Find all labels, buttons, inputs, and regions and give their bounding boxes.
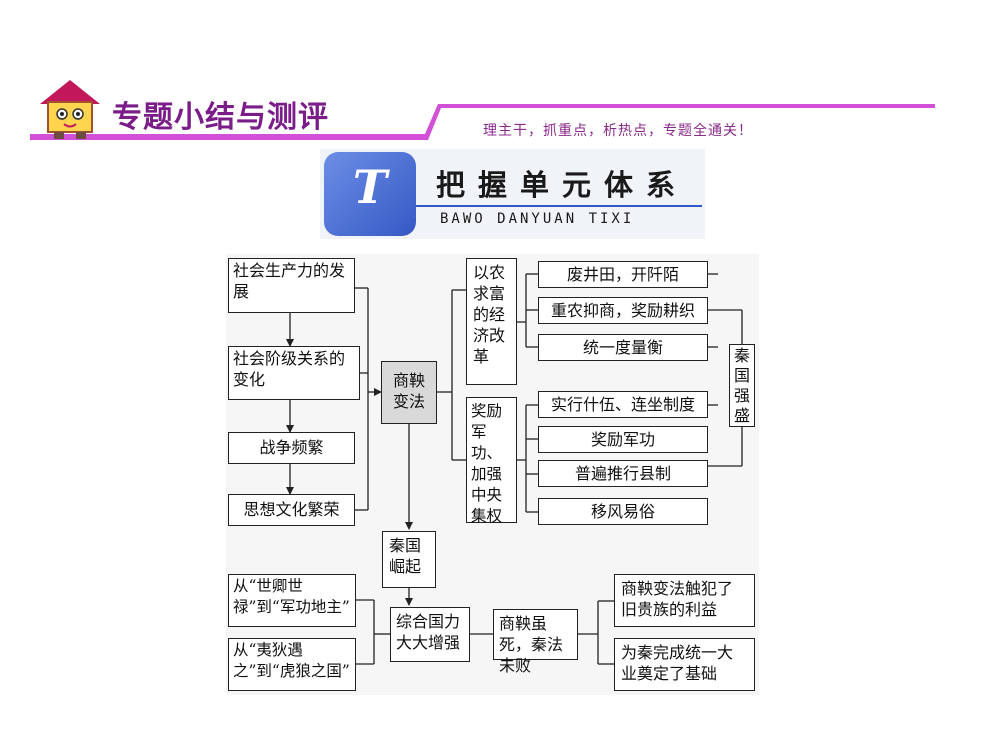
economic-item-wells: 废井田，开阡陌	[538, 261, 708, 288]
unit-logo-icon	[324, 152, 416, 236]
unit-title-rule	[416, 205, 702, 207]
section-title: 专题小结与测评	[112, 100, 329, 135]
political-item-military-merit: 奖励军功	[538, 426, 708, 453]
change-aristocracy: 从“世卿世禄”到“军功地主”	[228, 574, 356, 627]
qin-strong: 秦国强盛	[729, 344, 755, 427]
shang-yang-reform: 商鞅变法	[381, 361, 437, 424]
cause-productivity: 社会生产力的发展	[228, 258, 355, 313]
cause-frequent-wars: 战争频繁	[228, 432, 355, 464]
national-power: 综合国力大大增强	[390, 607, 470, 662]
header-bar	[30, 104, 935, 140]
unit-logo-glyph: T	[352, 160, 388, 214]
cause-culture-prosperity: 思想文化繁荣	[228, 494, 355, 526]
section-slogan: 理主干，抓重点，析热点，专题全通关！	[483, 123, 753, 139]
shang-yang-death: 商鞅虽死，秦法未败	[493, 609, 578, 675]
cause-class-relations: 社会阶级关系的变化	[228, 346, 360, 400]
outcome-unification: 为秦完成统一大业奠定了基础	[614, 638, 755, 691]
house-mascot-icon	[40, 80, 100, 139]
qin-rise: 秦国崛起	[382, 531, 436, 588]
economic-item-measures: 统一度量衡	[538, 334, 708, 361]
outcome-nobility: 商鞅变法触犯了旧贵族的利益	[614, 574, 755, 627]
political-item-county-system: 普遍推行县制	[538, 460, 708, 487]
political-reform: 奖励军功、加强中央集权	[466, 397, 517, 525]
economic-item-agriculture: 重农抑商，奖励耕织	[538, 297, 708, 324]
political-item-customs: 移风易俗	[538, 498, 708, 525]
political-item-collective: 实行什伍、连坐制度	[538, 391, 708, 418]
economic-reform: 以农求富的经济改革	[466, 258, 517, 385]
unit-pinyin: BAWO DANYUAN TIXI	[440, 211, 635, 227]
change-reputation: 从“夷狄遇之”到“虎狼之国”	[228, 638, 356, 691]
unit-title: 把握单元体系	[436, 168, 689, 202]
